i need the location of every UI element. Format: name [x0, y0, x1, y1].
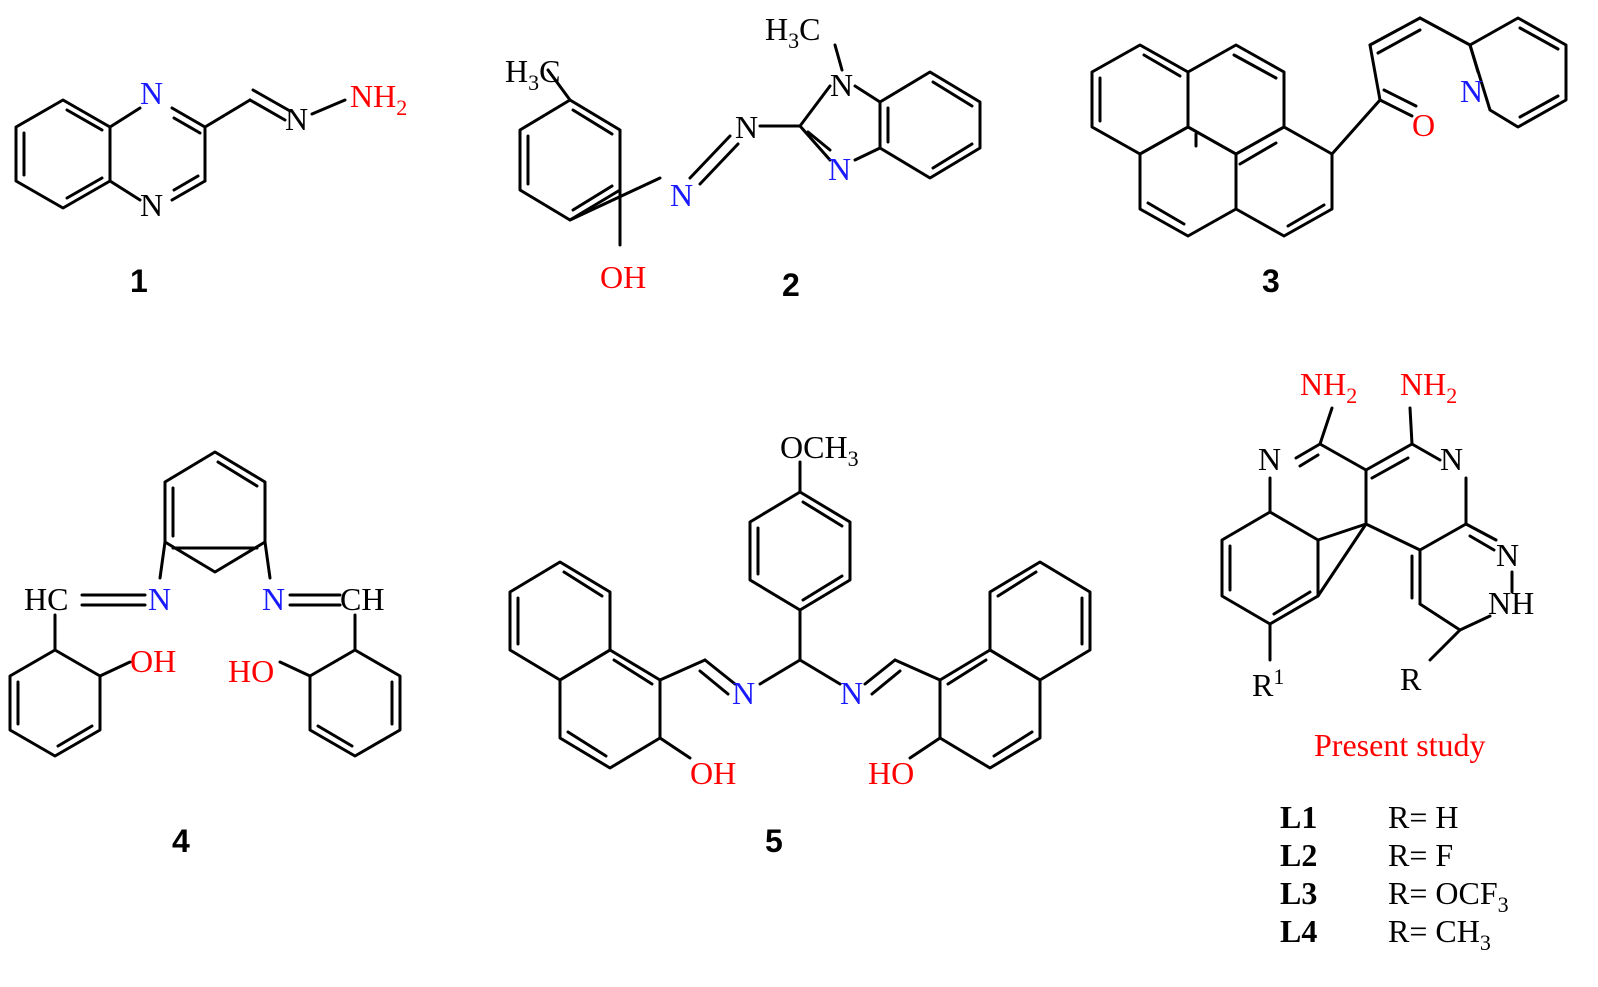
compound-4: HC N N CH OH HO 4: [8, 450, 402, 859]
legend-substituent-3: R= OCF3: [1388, 875, 1509, 917]
ps-n-right: N: [1440, 441, 1463, 477]
c2-n-methyl-label: H3C: [765, 11, 820, 53]
c2-h3c: H3C: [505, 53, 560, 95]
c1-nh2: NH2: [350, 78, 407, 120]
compound-2-label: 2: [782, 267, 800, 303]
compound-3: O N 3: [1090, 16, 1568, 299]
c2-n-azo-top: N: [735, 109, 758, 145]
c4-n-left: N: [148, 581, 171, 617]
c1-n-bottom: N: [140, 187, 163, 223]
compound-4-label: 4: [172, 823, 190, 859]
ps-nh: NH: [1488, 585, 1534, 621]
compound-1: N N N NH2 1: [14, 75, 407, 299]
c4-oh-left: OH: [130, 643, 176, 679]
c2-n-methyl: N: [830, 67, 853, 103]
c5-oh: OH: [690, 755, 736, 791]
ps-n-pyrazole: N: [1496, 537, 1519, 573]
c2-n-azo-bottom: N: [670, 177, 693, 213]
c5-n-left: N: [732, 675, 755, 711]
c1-n-imine: N: [285, 101, 308, 137]
c1-n-top: N: [140, 75, 163, 111]
compound-5-label: 5: [765, 823, 783, 859]
c2-n-ring: N: [828, 151, 851, 187]
ps-r: R: [1400, 661, 1422, 697]
legend-code-2: L2: [1280, 837, 1317, 873]
legend-code-3: L3: [1280, 875, 1317, 911]
c4-hc: HC: [24, 581, 68, 617]
legend-substituent-1: R= H: [1388, 799, 1459, 835]
ps-nh2-a: NH2: [1300, 366, 1357, 408]
c4-ho-right: HO: [228, 653, 274, 689]
present-study-compound: NH2 NH2 N N N NH R R1 Present study: [1220, 366, 1534, 763]
ps-r1: R1: [1252, 664, 1284, 703]
compound-3-label: 3: [1262, 263, 1280, 299]
ps-nh2-b: NH2: [1400, 366, 1457, 408]
legend-code-4: L4: [1280, 913, 1317, 949]
c5-ho: HO: [868, 755, 914, 791]
c2-oh: OH: [600, 259, 646, 295]
compound-5: OCH3 N N OH HO 5: [508, 429, 1092, 859]
c4-ch: CH: [340, 581, 384, 617]
legend-substituent-2: R= F: [1388, 837, 1453, 873]
compound-2: H3C H3C N N N N OH 2: [505, 11, 982, 303]
c3-o: O: [1412, 107, 1435, 143]
present-study-caption: Present study: [1314, 727, 1486, 763]
c5-n-right: N: [840, 675, 863, 711]
compound-1-label: 1: [130, 263, 148, 299]
legend-code-1: L1: [1280, 799, 1317, 835]
legend-substituent-4: R= CH3: [1388, 913, 1491, 955]
c3-n-pyridine: N: [1460, 73, 1483, 109]
ps-n-left: N: [1258, 441, 1281, 477]
c4-n-right: N: [262, 581, 285, 617]
c5-och3: OCH3: [780, 429, 859, 471]
